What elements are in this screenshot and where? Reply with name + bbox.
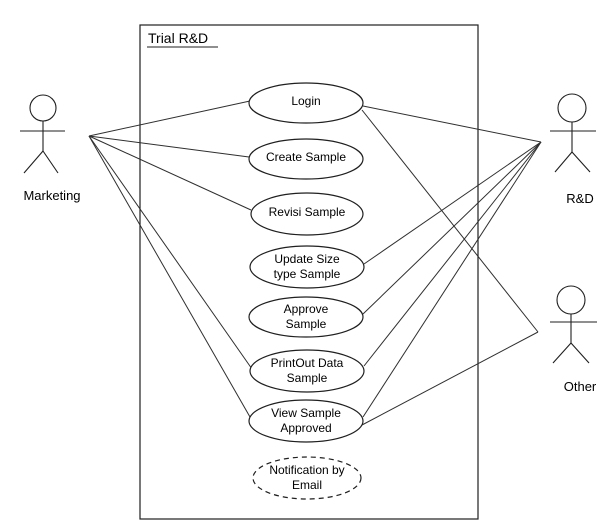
association-marketing-revisi-sample: [88, 135, 252, 211]
usecase-label: Sample: [287, 371, 328, 385]
usecase-ellipse[interactable]: [250, 192, 364, 236]
usecase-view-sample-approved[interactable]: View Sample Approved: [248, 399, 364, 443]
actor-rd[interactable]: R&D: [550, 93, 596, 206]
actor-leg-left-icon: [23, 150, 44, 174]
association-marketing-view-sample-approved: [88, 135, 251, 418]
association-rd-approve-sample: [362, 141, 542, 315]
association-rd-update-size-type-sample: [363, 141, 542, 265]
usecase-label: Email: [292, 478, 322, 492]
actor-other[interactable]: Other: [550, 285, 597, 394]
usecase-ellipse[interactable]: [248, 82, 364, 124]
usecase-label: Login: [291, 94, 320, 108]
usecase-update-size-type-sample[interactable]: Update Size type Sample: [249, 245, 365, 289]
associations: [88, 100, 542, 426]
usecase-ellipse[interactable]: [248, 296, 364, 338]
usecase-label: Approve: [284, 302, 329, 316]
association-marketing-printout-data-sample: [88, 135, 253, 370]
actor-leg-right-icon: [570, 342, 590, 364]
actor-leg-left-icon: [554, 151, 573, 173]
usecase-label: type Sample: [274, 267, 341, 281]
actor-label-other: Other: [564, 379, 597, 394]
association-marketing-login: [88, 100, 251, 137]
actor-head-icon: [29, 94, 57, 122]
actor-leg-right-icon: [42, 150, 59, 174]
usecase-label: Approved: [280, 421, 331, 435]
actor-label-marketing: Marketing: [23, 188, 80, 203]
usecase-ellipse[interactable]: [249, 245, 365, 289]
association-rd-printout-data-sample: [363, 141, 542, 367]
association-other-login: [361, 109, 539, 333]
association-other-view-sample-approved: [361, 331, 539, 426]
usecase-printout-data-sample[interactable]: PrintOut Data Sample: [249, 349, 365, 393]
actor-head-icon: [557, 93, 587, 123]
actor-label-rd: R&D: [566, 191, 593, 206]
association-rd-view-sample-approved: [362, 141, 542, 418]
usecase-ellipse[interactable]: [248, 138, 364, 180]
usecase-label: PrintOut Data: [271, 356, 344, 370]
system-boundary-title: Trial R&D: [148, 30, 208, 46]
usecase-revisi-sample[interactable]: Revisi Sample: [250, 192, 364, 236]
usecase-ellipse[interactable]: [248, 399, 364, 443]
actor-head-icon: [556, 285, 586, 315]
association-marketing-create-sample: [88, 135, 250, 158]
usecase-label: Create Sample: [266, 150, 346, 164]
usecase-ellipse-dashed[interactable]: [252, 456, 362, 500]
usecase-label: Sample: [286, 317, 327, 331]
usecase-label: Notification by: [269, 463, 344, 477]
usecase-label: View Sample: [271, 406, 341, 420]
usecase-notification-by-email[interactable]: Notification by Email: [252, 456, 362, 500]
usecase-label: Revisi Sample: [269, 205, 346, 219]
actor-marketing[interactable]: Marketing: [20, 94, 81, 203]
usecase-label: Update Size: [274, 252, 340, 266]
association-rd-login: [362, 105, 542, 143]
actor-leg-left-icon: [552, 342, 572, 364]
usecase-create-sample[interactable]: Create Sample: [248, 138, 364, 180]
usecase-login[interactable]: Login: [248, 82, 364, 124]
usecase-ellipse[interactable]: [249, 349, 365, 393]
actor-leg-right-icon: [571, 151, 591, 173]
usecase-approve-sample[interactable]: Approve Sample: [248, 296, 364, 338]
